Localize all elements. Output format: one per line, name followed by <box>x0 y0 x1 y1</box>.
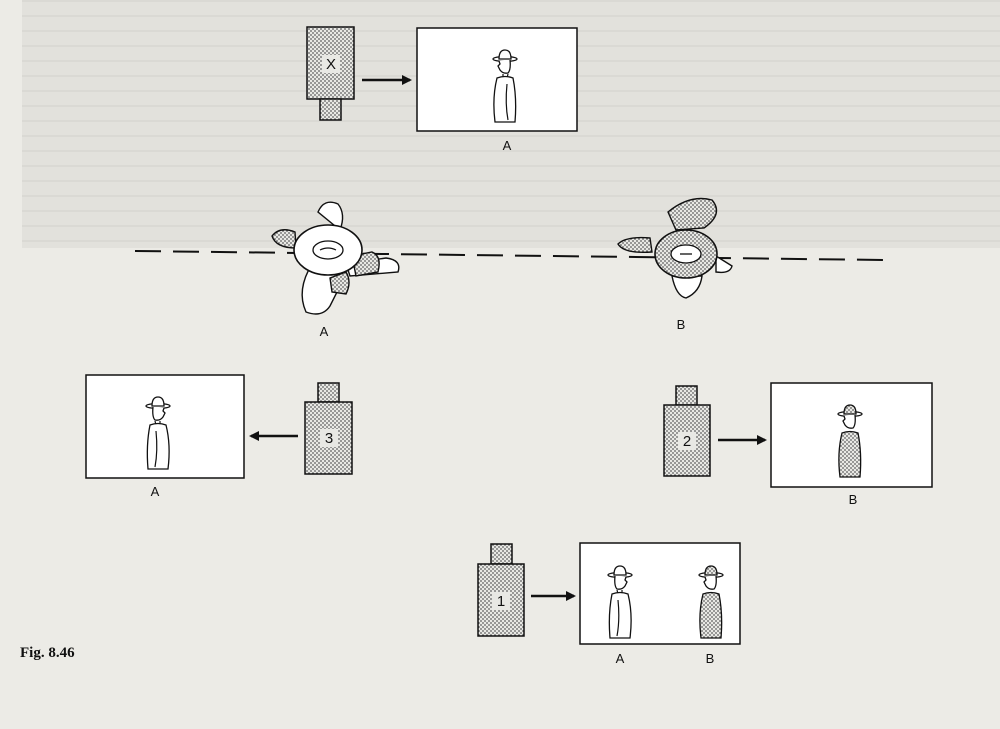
overhead-label-b: B <box>677 317 686 332</box>
frame-1 <box>579 542 741 645</box>
frame-1-subject-b <box>699 566 723 638</box>
frame-2-label-b: B <box>849 492 858 507</box>
frame-1-label-a: A <box>616 651 625 666</box>
overhead-figure-a <box>271 201 400 315</box>
overhead-figure-b <box>617 197 733 299</box>
axis-of-action-line <box>134 250 885 261</box>
camera-x-label: X <box>326 56 336 73</box>
camera-2-label: 2 <box>683 433 691 450</box>
frame-3-subject-a <box>145 396 171 470</box>
frame-2-subject-b <box>838 405 862 477</box>
overhead-label-a: A <box>320 324 329 339</box>
camera-1-label: 1 <box>497 593 505 610</box>
frame-x <box>416 27 578 132</box>
camera-2: 2 <box>663 385 711 477</box>
camera-x: X <box>306 26 355 121</box>
camera-1: 1 <box>477 543 525 637</box>
camera-3: 3 <box>304 382 353 475</box>
frame-3 <box>85 374 245 479</box>
figure-caption: Fig. 8.46 <box>20 645 75 661</box>
frame-2 <box>770 382 933 488</box>
frame-3-label-a: A <box>151 484 160 499</box>
camera-3-label: 3 <box>325 430 333 447</box>
frame-x-subject-a <box>493 50 517 122</box>
frame-1-label-b: B <box>706 651 715 666</box>
frame-x-label-a: A <box>503 138 512 153</box>
frame-1-subject-a <box>607 565 633 639</box>
